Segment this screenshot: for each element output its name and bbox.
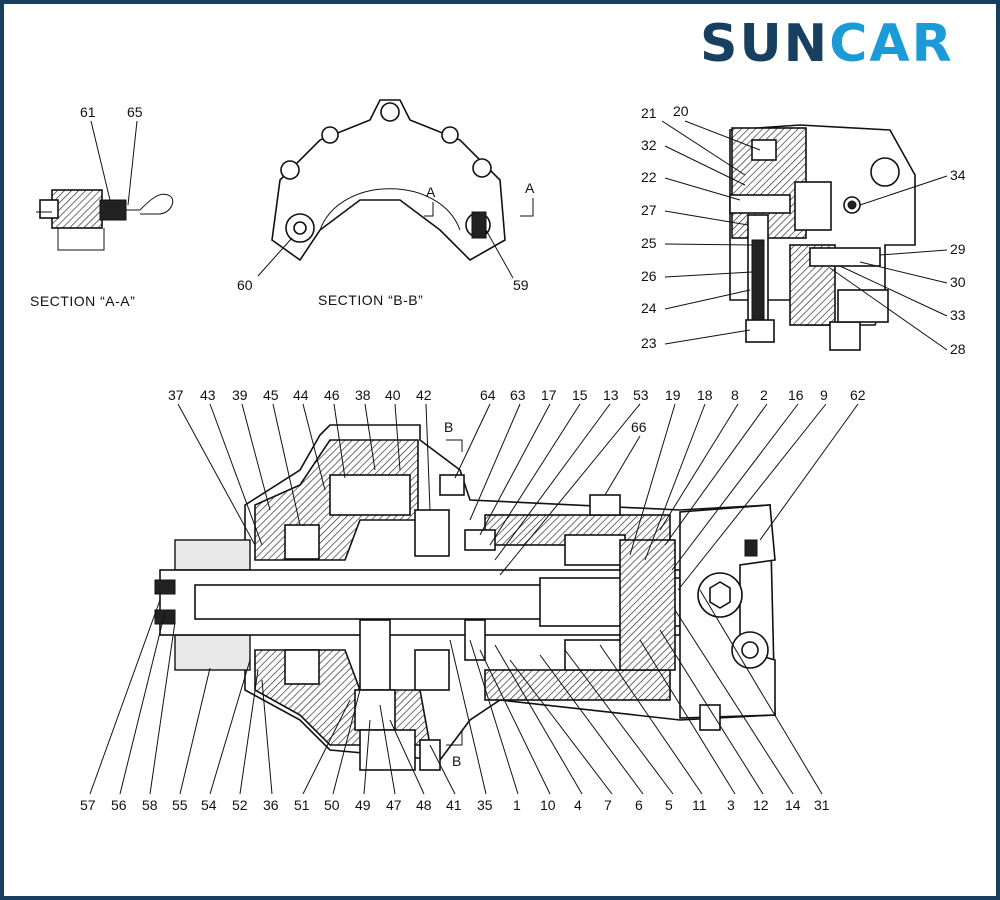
label-54: 54 — [201, 797, 217, 813]
label-2: 2 — [760, 387, 768, 403]
suncar-logo: SUNCAR — [700, 14, 954, 74]
label-38: 38 — [355, 387, 371, 403]
label-56: 56 — [111, 797, 127, 813]
label-46: 46 — [324, 387, 340, 403]
label-40: 40 — [385, 387, 401, 403]
label-5: 5 — [665, 797, 673, 813]
label-48: 48 — [416, 797, 432, 813]
label-35: 35 — [477, 797, 493, 813]
label-61: 61 — [80, 104, 96, 120]
valve-detail-drawing — [729, 124, 916, 351]
label-27: 27 — [641, 202, 657, 218]
section-bb-drawing — [271, 99, 506, 262]
label-12: 12 — [753, 797, 769, 813]
label-33: 33 — [950, 307, 966, 323]
section-mark-a-right: A — [525, 180, 535, 196]
label-6: 6 — [635, 797, 643, 813]
label-16: 16 — [788, 387, 804, 403]
label-50: 50 — [324, 797, 340, 813]
label-66: 66 — [631, 419, 647, 435]
label-31: 31 — [814, 797, 830, 813]
label-44: 44 — [293, 387, 309, 403]
label-11: 11 — [692, 797, 707, 813]
label-10: 10 — [540, 797, 556, 813]
label-49: 49 — [355, 797, 371, 813]
label-1: 1 — [513, 797, 521, 813]
label-26: 26 — [641, 268, 657, 284]
label-55: 55 — [172, 797, 188, 813]
label-25: 25 — [641, 235, 657, 251]
label-19: 19 — [665, 387, 681, 403]
label-42: 42 — [416, 387, 432, 403]
section-mark-a-left: A — [426, 184, 436, 200]
label-41: 41 — [446, 797, 462, 813]
label-62: 62 — [850, 387, 866, 403]
label-65: 65 — [127, 104, 143, 120]
label-43: 43 — [200, 387, 216, 403]
section-aa-caption: SECTION “A-A” — [30, 293, 135, 309]
label-37: 37 — [168, 387, 184, 403]
label-17: 17 — [541, 387, 557, 403]
label-63: 63 — [510, 387, 526, 403]
section-mark-b-bottom: B — [452, 753, 461, 769]
section-aa-drawing — [36, 189, 174, 251]
section-mark-b-top: B — [444, 419, 453, 435]
label-4: 4 — [574, 797, 582, 813]
label-53: 53 — [633, 387, 649, 403]
label-57: 57 — [80, 797, 96, 813]
label-22: 22 — [641, 169, 657, 185]
label-51: 51 — [294, 797, 310, 813]
label-39: 39 — [232, 387, 248, 403]
label-23: 23 — [641, 335, 657, 351]
label-52: 52 — [232, 797, 248, 813]
section-bb-caption: SECTION “B-B” — [318, 292, 423, 308]
main-cross-section-drawing — [154, 424, 776, 771]
label-36: 36 — [263, 797, 279, 813]
label-28: 28 — [950, 341, 966, 357]
label-30: 30 — [950, 274, 966, 290]
label-7: 7 — [604, 797, 612, 813]
label-8: 8 — [731, 387, 739, 403]
label-15: 15 — [572, 387, 588, 403]
label-18: 18 — [697, 387, 713, 403]
label-45: 45 — [263, 387, 279, 403]
label-20: 20 — [673, 103, 689, 119]
label-47: 47 — [386, 797, 402, 813]
label-64: 64 — [480, 387, 496, 403]
label-21: 21 — [641, 105, 657, 121]
label-34: 34 — [950, 167, 966, 183]
label-32: 32 — [641, 137, 657, 153]
label-58: 58 — [142, 797, 158, 813]
label-14: 14 — [785, 797, 801, 813]
label-24: 24 — [641, 300, 657, 316]
label-60: 60 — [237, 277, 253, 293]
label-59: 59 — [513, 277, 529, 293]
label-9: 9 — [820, 387, 828, 403]
label-29: 29 — [950, 241, 966, 257]
label-13: 13 — [603, 387, 619, 403]
label-3: 3 — [727, 797, 735, 813]
